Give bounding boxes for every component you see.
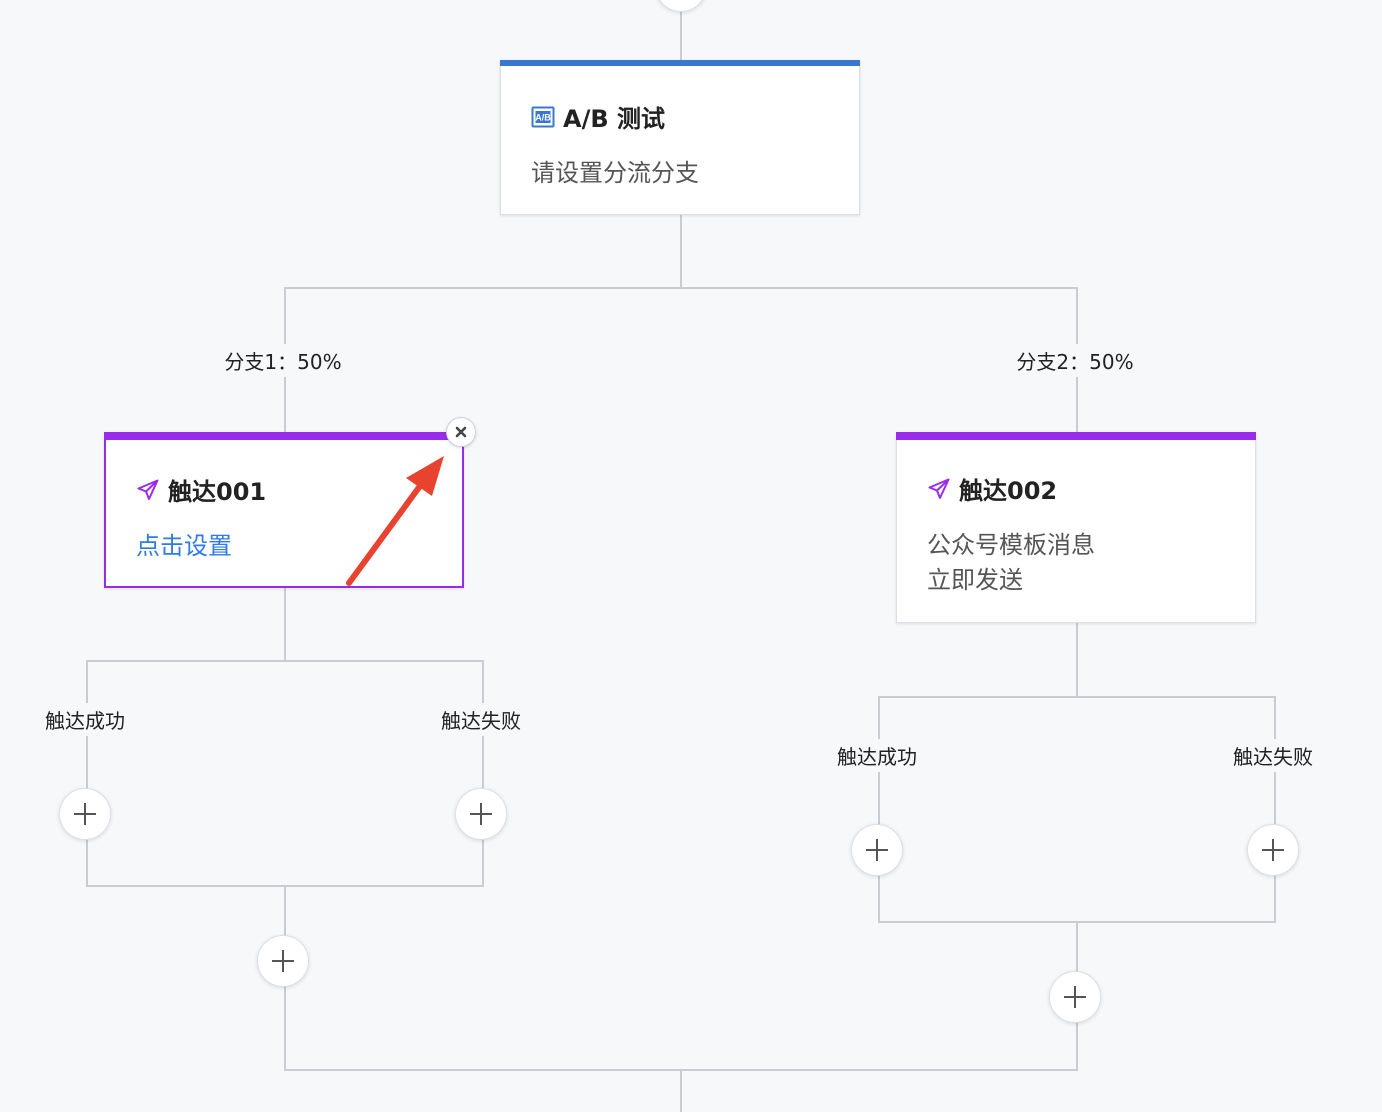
plus-icon	[468, 801, 494, 827]
outcome-label-success: 触达成功	[45, 703, 125, 736]
ab-test-node-subtitle: 请设置分流分支	[531, 159, 699, 187]
annotation-arrow	[346, 456, 444, 586]
touch-node-002-channel: 公众号模板消息	[927, 531, 1095, 559]
ab-test-node-accent-bar	[500, 60, 860, 66]
add-node-button[interactable]	[1247, 824, 1299, 876]
touch-node-002-timing: 立即发送	[927, 566, 1023, 594]
connector-line	[1076, 622, 1078, 697]
paper-plane-icon	[136, 478, 160, 502]
connector-line	[680, 0, 682, 62]
outcome-label-failure: 触达失败	[1233, 739, 1313, 772]
touch-node-002-accent-bar	[896, 432, 1256, 440]
connector-line	[86, 660, 88, 887]
connector-line	[680, 1069, 682, 1112]
connector-line	[284, 287, 1078, 289]
ab-test-node[interactable]: A/B A/B 测试 请设置分流分支	[500, 60, 860, 215]
touch-node-002[interactable]: 触达002 公众号模板消息 立即发送	[896, 432, 1256, 623]
outcome-label-failure: 触达失败	[441, 703, 521, 736]
delete-node-button[interactable]	[446, 417, 476, 447]
upstream-node-circle[interactable]	[655, 0, 707, 12]
add-node-button[interactable]	[1049, 971, 1101, 1023]
connector-line	[284, 587, 286, 661]
touch-node-001-setup-link[interactable]: 点击设置	[136, 532, 232, 560]
touch-node-001[interactable]: 触达001 点击设置	[104, 432, 464, 588]
svg-text:A/B: A/B	[535, 112, 551, 122]
branch-1-label: 分支1：50%	[224, 344, 342, 377]
close-icon	[454, 425, 468, 439]
touch-node-001-accent-bar	[104, 432, 464, 440]
add-node-button[interactable]	[851, 824, 903, 876]
connector-line	[680, 214, 682, 288]
paper-plane-icon	[927, 477, 951, 501]
plus-icon	[864, 837, 890, 863]
connector-line	[1274, 696, 1276, 923]
touch-node-002-title: 触达002	[959, 477, 1058, 505]
touch-node-001-title: 触达001	[168, 478, 267, 506]
touch-node-002-header: 触达002	[927, 471, 1057, 506]
outcome-label-success: 触达成功	[837, 739, 917, 772]
connector-line	[86, 660, 484, 662]
connector-line	[482, 660, 484, 887]
add-node-button[interactable]	[257, 935, 309, 987]
ab-test-icon: A/B	[531, 105, 555, 129]
plus-icon	[1062, 984, 1088, 1010]
branch-2-label: 分支2：50%	[1016, 344, 1134, 377]
ab-test-node-title: A/B 测试	[563, 105, 665, 133]
add-node-button[interactable]	[455, 788, 507, 840]
ab-test-node-header: A/B A/B 测试	[531, 99, 665, 134]
plus-icon	[1260, 837, 1286, 863]
connector-line	[878, 696, 880, 923]
connector-line	[878, 696, 1276, 698]
touch-node-001-header: 触达001	[136, 472, 266, 507]
plus-icon	[72, 801, 98, 827]
plus-icon	[270, 948, 296, 974]
add-node-button[interactable]	[59, 788, 111, 840]
